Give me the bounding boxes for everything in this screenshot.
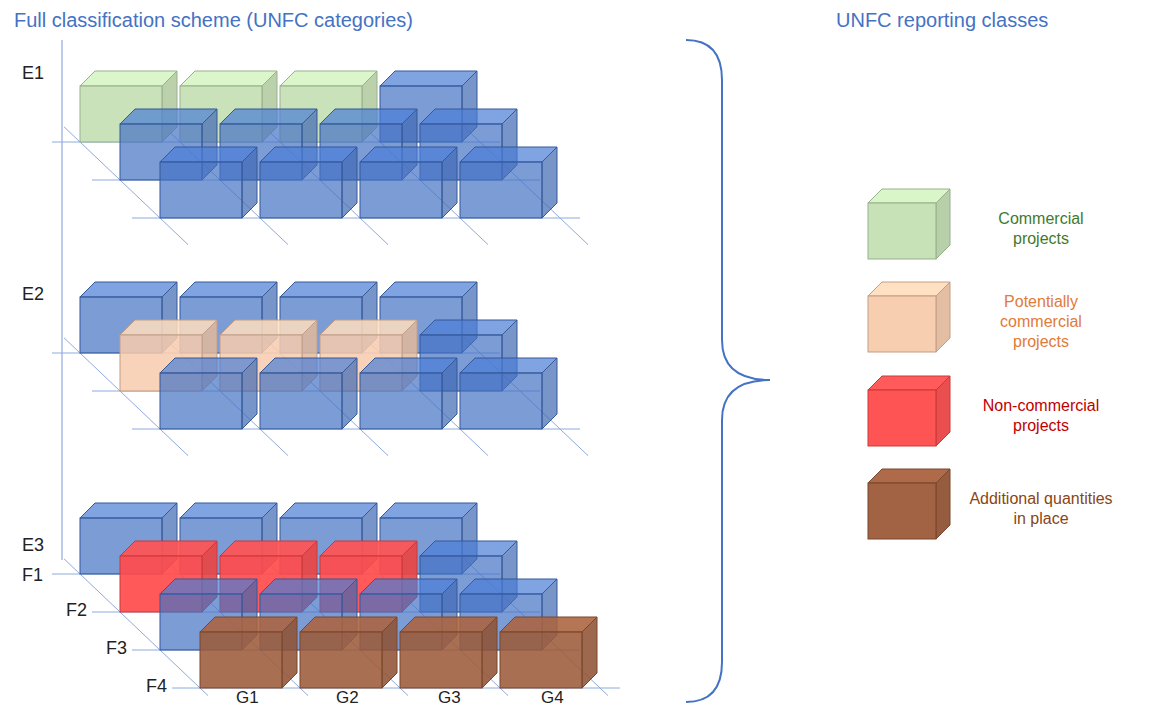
axis-label: F3: [106, 639, 127, 657]
cube: [868, 282, 950, 352]
cube: [460, 147, 557, 218]
legend-heading: UNFC reporting classes: [836, 10, 1048, 30]
axis-label: E2: [22, 285, 44, 303]
legend-entry: Potentially commercial projects: [866, 278, 1136, 358]
legend-swatch: [866, 278, 956, 358]
cube: [260, 147, 357, 218]
cube: [868, 189, 950, 259]
axis-label: E3: [22, 536, 44, 554]
axis-label: F4: [146, 677, 167, 695]
legend-label: Non-commercial projects: [982, 396, 1100, 436]
legend-label: Commercial projects: [985, 209, 1097, 249]
legend-entry: Non-commercial projects: [866, 372, 1136, 452]
axis-label: G4: [541, 689, 564, 706]
cube: [360, 358, 457, 429]
legend-label: Additional quantities in place: [966, 489, 1116, 529]
cube: [360, 147, 457, 218]
cube: [200, 617, 297, 688]
grid-lines: [52, 40, 620, 696]
cube: [160, 358, 257, 429]
legend-entry: Additional quantities in place: [866, 465, 1136, 545]
cube: [260, 358, 357, 429]
cube: [160, 147, 257, 218]
category-cubes: [80, 71, 597, 688]
legend-entry: Commercial projects: [866, 185, 1136, 265]
legend-label: Potentially commercial projects: [985, 292, 1097, 352]
cube: [868, 469, 950, 539]
axis-line: [61, 40, 62, 560]
legend-swatch: [866, 185, 956, 265]
legend-swatch: [866, 372, 956, 452]
axis-label: F2: [66, 601, 87, 619]
legend-swatch: [866, 465, 956, 545]
cube: [460, 358, 557, 429]
axis-label: F1: [22, 566, 43, 584]
axis-label: E1: [22, 64, 44, 82]
axis-label: G2: [336, 689, 359, 706]
diagram-title: Full classification scheme (UNFC categor…: [14, 10, 413, 30]
curly-bracket: [686, 40, 770, 702]
cube: [868, 376, 950, 446]
cube: [300, 617, 397, 688]
axis-label: G1: [236, 689, 259, 706]
axis-label: G3: [438, 689, 461, 706]
cube: [500, 617, 597, 688]
cube: [400, 617, 497, 688]
